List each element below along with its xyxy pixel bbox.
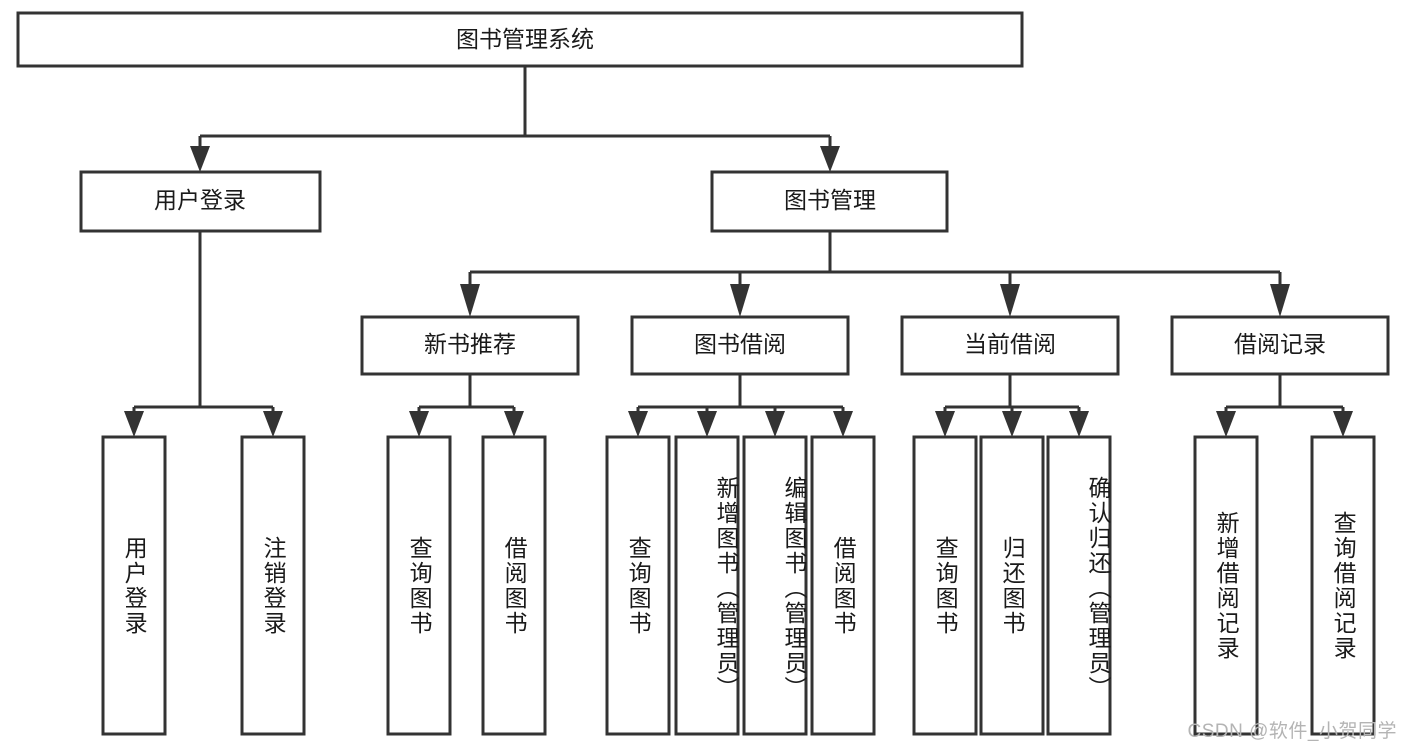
arrow-head-user-login bbox=[190, 146, 210, 172]
arrow-head-leaf-user-login bbox=[124, 411, 144, 437]
arrow-head-current-borrow bbox=[1000, 284, 1020, 317]
arrow-head-leaf-query-record bbox=[1333, 411, 1353, 437]
arrow-head-leaf-borrow-book-rec bbox=[504, 411, 524, 437]
node-box-borrow-record[interactable] bbox=[1170, 315, 1390, 376]
arrow-head-leaf-add-book bbox=[697, 411, 717, 437]
arrow-head-book-manage bbox=[820, 146, 840, 172]
arrow-head-leaf-add-record bbox=[1216, 411, 1236, 437]
node-box-user-login[interactable] bbox=[79, 170, 322, 233]
connector-group-user-login bbox=[124, 231, 283, 437]
node-box-leaf-return-book[interactable] bbox=[979, 435, 1045, 736]
node-box-leaf-add-record[interactable] bbox=[1193, 435, 1259, 736]
node-label-user-login: 用户登录 bbox=[154, 187, 246, 213]
node-label-new-book-rec: 新书推荐 bbox=[424, 331, 516, 357]
node-box-leaf-user-login[interactable] bbox=[101, 435, 167, 736]
node-box-leaf-logout[interactable] bbox=[240, 435, 306, 736]
node-box-leaf-query-book-rec[interactable] bbox=[386, 435, 452, 736]
arrow-head-leaf-confirm-return bbox=[1069, 411, 1089, 437]
watermark-text: CSDN @软件_小贺同学 bbox=[1187, 721, 1397, 742]
node-box-leaf-edit-book[interactable] bbox=[742, 435, 808, 736]
node-label-book-manage: 图书管理 bbox=[784, 187, 876, 213]
arrow-head-book-borrow bbox=[730, 284, 750, 317]
arrow-head-leaf-return-book bbox=[1002, 411, 1022, 437]
node-label-borrow-record: 借阅记录 bbox=[1234, 331, 1326, 357]
node-box-book-manage[interactable] bbox=[710, 170, 949, 233]
node-label-root: 图书管理系统 bbox=[456, 26, 594, 52]
node-box-leaf-borrow-book-rec[interactable] bbox=[481, 435, 547, 736]
node-box-book-borrow[interactable] bbox=[630, 315, 850, 376]
connector-group-book-borrow bbox=[628, 374, 853, 437]
arrow-head-leaf-query-book-borrow bbox=[628, 411, 648, 437]
node-box-leaf-add-book[interactable] bbox=[674, 435, 740, 736]
connector-group-current-borrow bbox=[935, 374, 1089, 437]
node-box-leaf-confirm-return[interactable] bbox=[1046, 435, 1112, 736]
node-box-leaf-query-record[interactable] bbox=[1310, 435, 1376, 736]
arrow-head-leaf-query-book-rec bbox=[409, 411, 429, 437]
node-label-book-borrow: 图书借阅 bbox=[694, 331, 786, 357]
node-box-leaf-query-book-borrow[interactable] bbox=[605, 435, 671, 736]
connector-group-borrow-record bbox=[1216, 374, 1353, 437]
arrow-head-new-book-rec bbox=[460, 284, 480, 317]
connector-group-new-book-rec bbox=[409, 374, 524, 437]
arrow-head-borrow-record bbox=[1270, 284, 1290, 317]
arrow-head-leaf-borrow-book bbox=[833, 411, 853, 437]
node-box-root[interactable] bbox=[16, 11, 1024, 68]
arrow-head-leaf-query-book-current bbox=[935, 411, 955, 437]
arrow-head-leaf-edit-book bbox=[765, 411, 785, 437]
node-box-leaf-query-book-current[interactable] bbox=[912, 435, 978, 736]
node-label-current-borrow: 当前借阅 bbox=[964, 331, 1056, 357]
connector-group-root bbox=[190, 66, 840, 172]
node-box-new-book-rec[interactable] bbox=[360, 315, 580, 376]
arrow-head-leaf-logout bbox=[263, 411, 283, 437]
node-box-leaf-borrow-book[interactable] bbox=[810, 435, 876, 736]
connector-group-book-manage bbox=[460, 231, 1290, 317]
node-box-current-borrow[interactable] bbox=[900, 315, 1120, 376]
